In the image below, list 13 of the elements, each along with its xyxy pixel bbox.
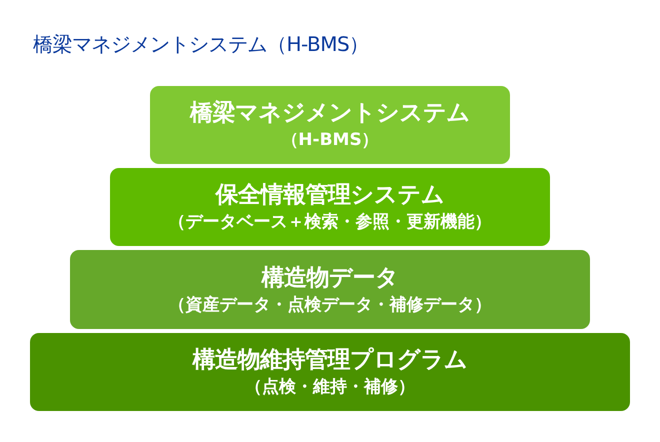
tier-description: （H-BMS） [281, 129, 379, 152]
tier-bar [30, 333, 630, 411]
tier-heading: 橋梁マネジメントシステム [190, 99, 470, 128]
tier-bar [150, 86, 510, 164]
title: 橋梁マネジメントシステム（H-BMS） [33, 31, 369, 58]
tier-heading: 構造物維持管理プログラム [192, 346, 468, 375]
tier-description: （点検・維持・補修） [245, 376, 415, 399]
tier-description: （資産データ・点検データ・補修データ） [168, 294, 492, 316]
tier-heading: 構造物データ [262, 264, 398, 292]
tier-bar [70, 250, 590, 329]
tier-bar [110, 168, 550, 246]
tier-heading: 保全情報管理システム [216, 181, 444, 210]
tier-description: （データベース＋検索・参照・更新機能） [168, 211, 492, 234]
